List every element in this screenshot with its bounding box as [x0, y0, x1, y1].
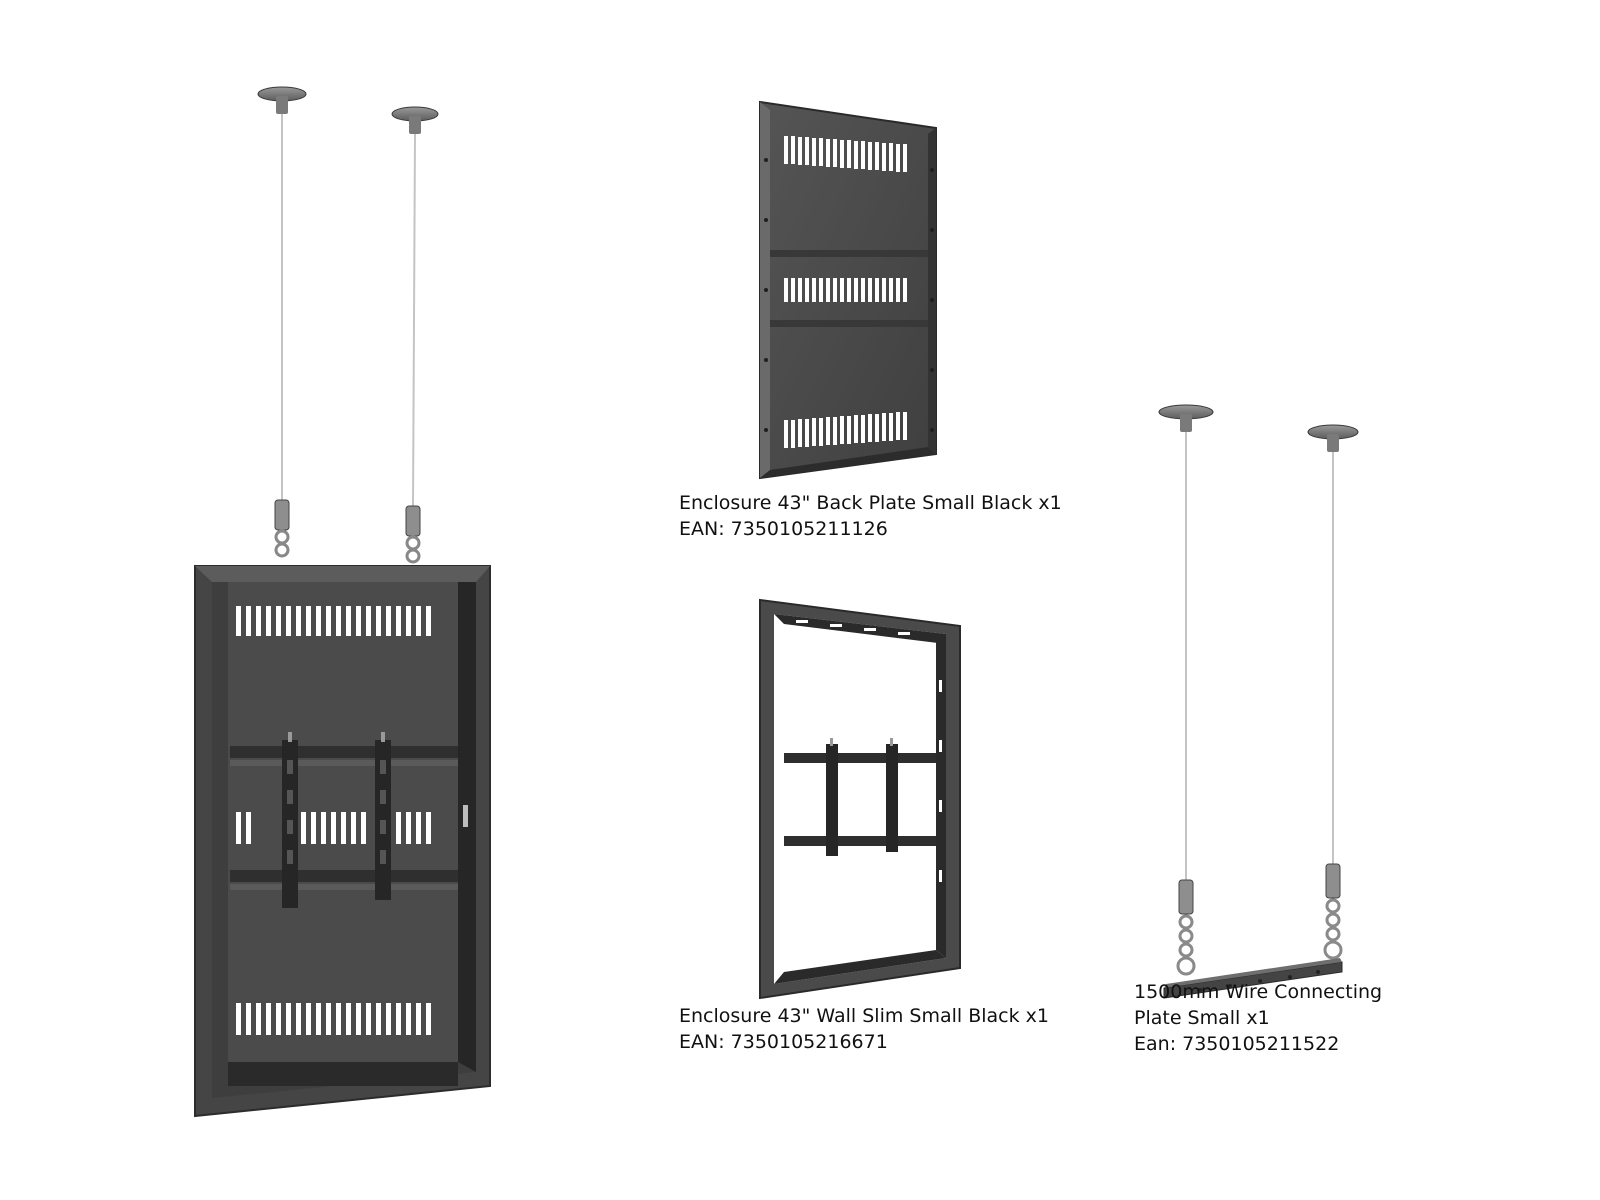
back-plate-vents-top: [784, 136, 907, 172]
wire-kit-ean: Ean: 7350105211522: [1134, 1033, 1340, 1055]
vesa-bracket-assembled: [282, 732, 391, 908]
wire-kit-caption: 1500mm Wire Connecting Plate Small x1 Ea…: [1134, 979, 1382, 1057]
wire-right: [412, 133, 416, 507]
turnbuckle-right: [405, 505, 421, 564]
ceiling-mount-right: [391, 106, 439, 134]
back-plate-vents-bottom: [784, 412, 907, 448]
enclosure-assembled-hanging-illustration: [194, 86, 491, 1118]
vents-middle: [236, 812, 431, 844]
wire-kit-name-line1: 1500mm Wire Connecting: [1134, 981, 1383, 1003]
wire-kit-name-line2: Plate Small x1: [1134, 1007, 1270, 1029]
vents-bottom: [236, 1003, 431, 1035]
back-plate-caption: Enclosure 43" Back Plate Small Black x1 …: [679, 490, 1062, 542]
turnbuckle-left: [274, 499, 290, 558]
ceiling-mount-left: [257, 86, 307, 114]
wall-slim-caption: Enclosure 43" Wall Slim Small Black x1 E…: [679, 1003, 1049, 1055]
wall-slim-frame-illustration: [759, 598, 961, 1000]
vents-top: [236, 606, 431, 636]
back-plate-illustration: [759, 100, 937, 480]
wall-slim-ean: EAN: 7350105216671: [679, 1031, 888, 1053]
wall-slim-name: Enclosure 43" Wall Slim Small Black x1: [679, 1005, 1049, 1027]
back-plate-name: Enclosure 43" Back Plate Small Black x1: [679, 492, 1062, 514]
back-plate-ean: EAN: 7350105211126: [679, 518, 888, 540]
wire-connecting-plate-illustration: [1158, 404, 1359, 999]
back-plate-vents-middle: [784, 278, 907, 302]
